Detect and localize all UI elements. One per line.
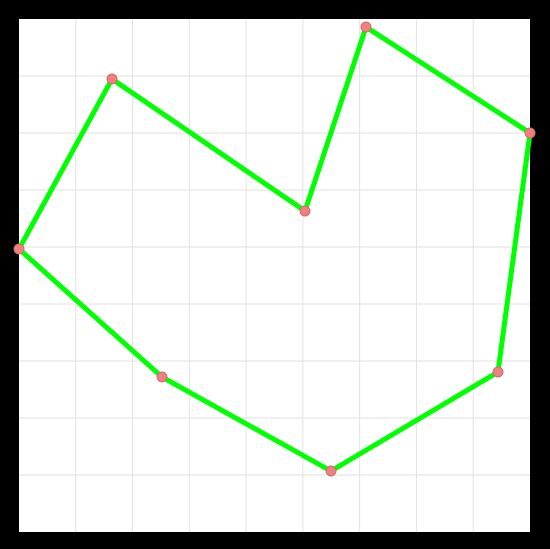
polygon-vertex xyxy=(524,127,536,139)
polygon-edges xyxy=(16,24,533,474)
polygon-vertex xyxy=(299,205,311,217)
polygon-vertex xyxy=(492,366,504,378)
polygon-edge xyxy=(16,246,165,380)
polygon-edge xyxy=(159,374,334,474)
polygon-edge xyxy=(302,24,369,214)
polygon-vertex xyxy=(360,21,372,33)
polygon-vertex xyxy=(106,73,118,85)
polygon-edge xyxy=(495,130,533,375)
polygon-vertex xyxy=(13,243,25,255)
polygon-edge xyxy=(363,24,533,136)
polygon-vertex xyxy=(325,465,337,477)
polygon-vertices xyxy=(13,21,536,477)
polygon-edge xyxy=(109,76,308,214)
polygon-edge xyxy=(328,369,501,474)
canvas-background xyxy=(19,19,530,532)
polygon-edge xyxy=(16,76,115,252)
polygon-vertex xyxy=(156,371,168,383)
